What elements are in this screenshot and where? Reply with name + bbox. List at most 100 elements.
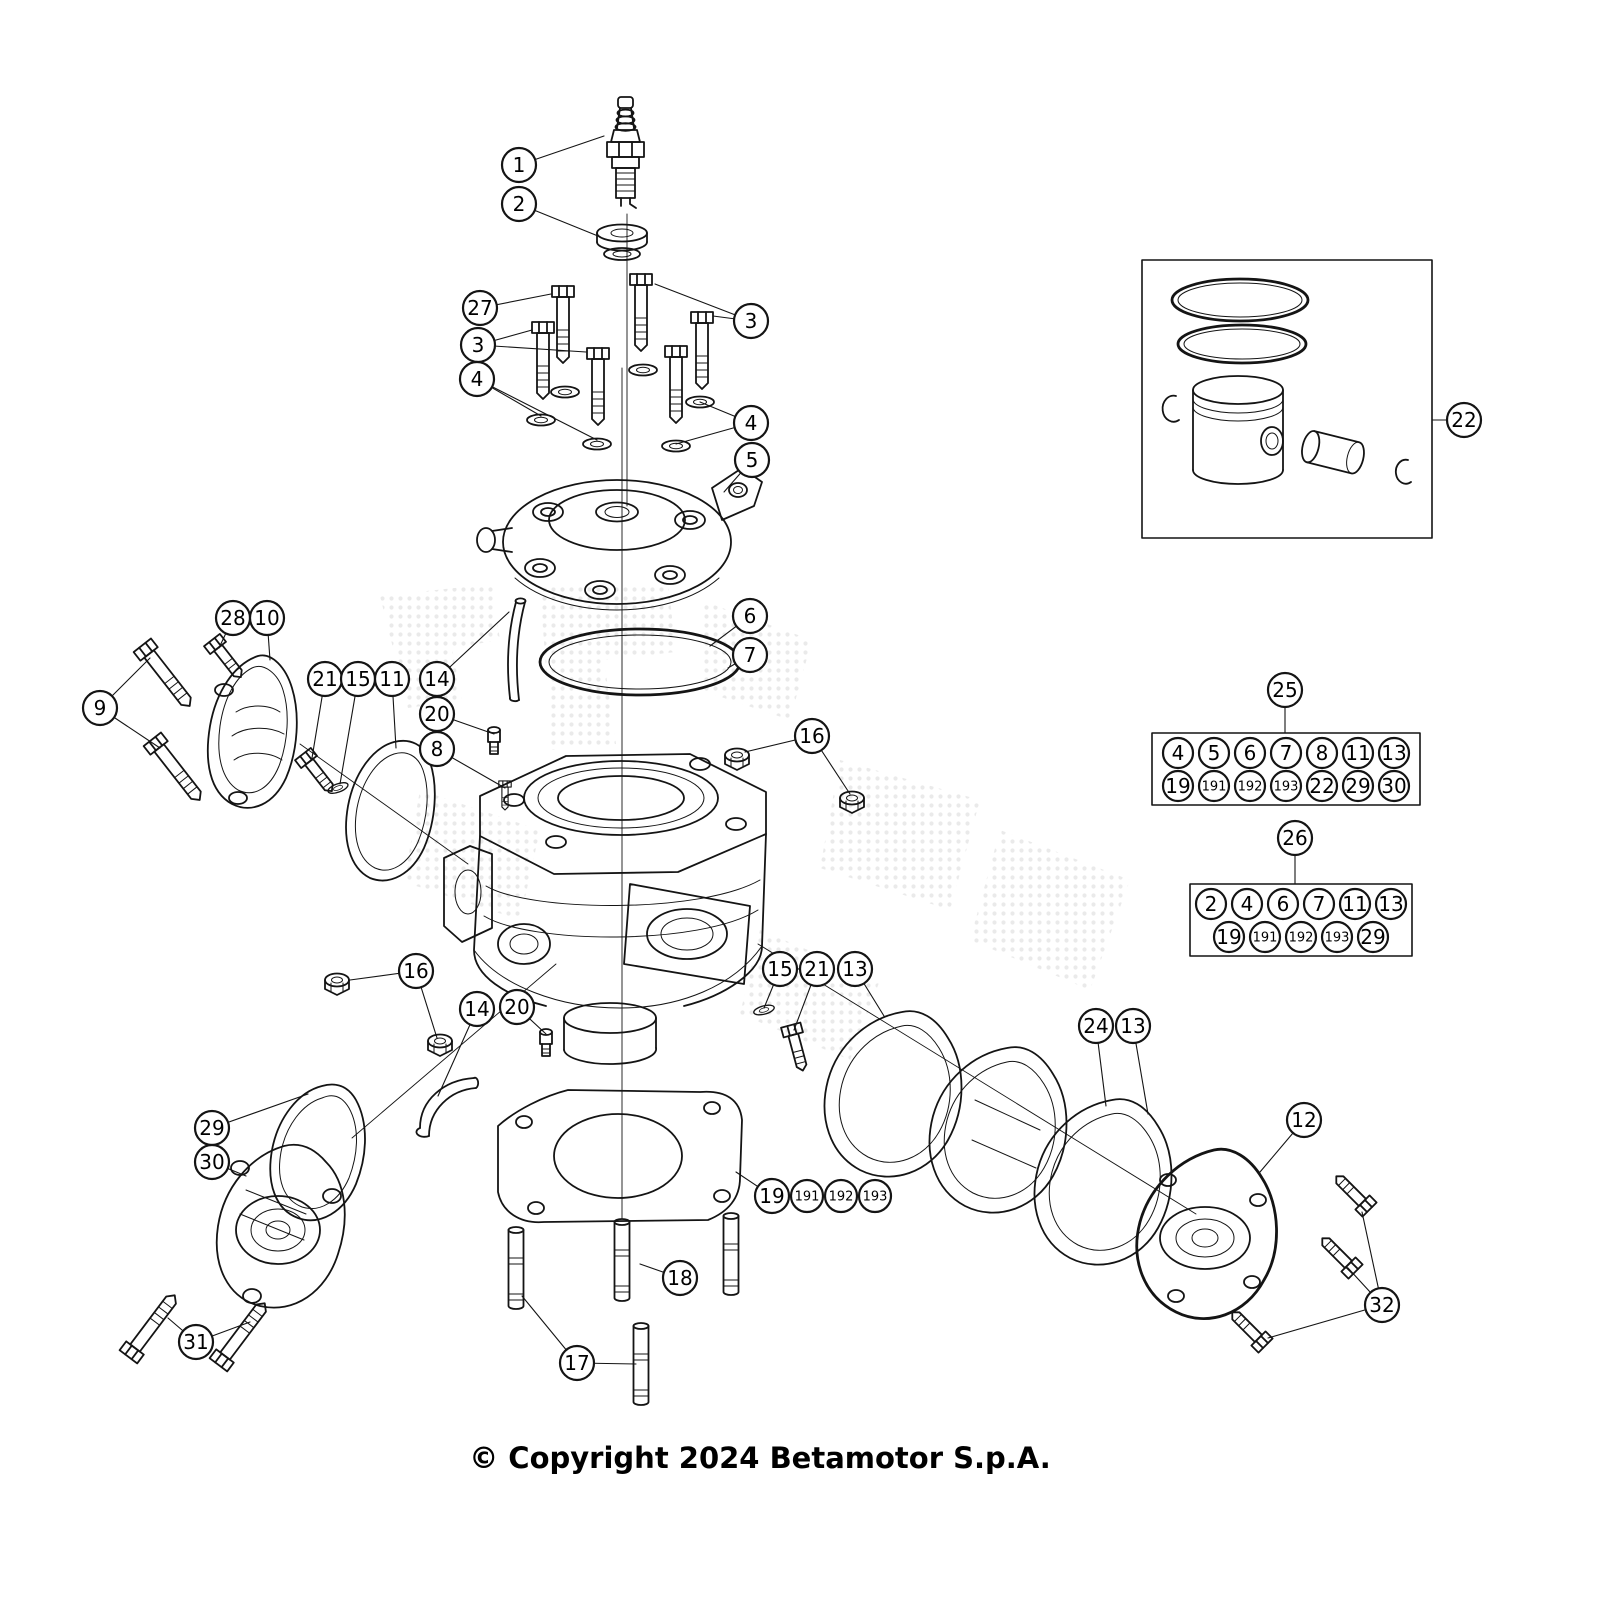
exploded-parts-artwork bbox=[118, 96, 1433, 1406]
callout-label: 11 bbox=[1345, 741, 1370, 765]
callout-label: 3 bbox=[745, 309, 758, 333]
callout-label: 8 bbox=[1316, 741, 1329, 765]
callout-label: 32 bbox=[1369, 1293, 1394, 1317]
callout-label: 13 bbox=[842, 957, 867, 981]
callout-label: 192 bbox=[1238, 780, 1263, 795]
callout-5: 5 bbox=[1197, 736, 1231, 770]
callout-label: 22 bbox=[1309, 774, 1334, 798]
callout-12: 12 bbox=[1285, 1101, 1323, 1139]
callout-4: 4 bbox=[1230, 887, 1264, 921]
callout-label: 29 bbox=[199, 1116, 224, 1140]
callout-30: 30 bbox=[193, 1143, 231, 1181]
callout-193: 193 bbox=[1269, 769, 1303, 803]
callout-4: 4 bbox=[732, 404, 770, 442]
callout-label: 13 bbox=[1378, 892, 1403, 916]
callout-label: 192 bbox=[1289, 931, 1314, 946]
callout-13: 13 bbox=[836, 950, 874, 988]
callout-3: 3 bbox=[459, 326, 497, 364]
callout-label: 11 bbox=[379, 667, 404, 691]
callout-6: 6 bbox=[1233, 736, 1267, 770]
callout-16: 16 bbox=[397, 952, 435, 990]
callout-24: 24 bbox=[1077, 1007, 1115, 1045]
callout-label: 29 bbox=[1345, 774, 1370, 798]
grease-fitting-top bbox=[487, 726, 501, 755]
callout-label: 5 bbox=[746, 448, 759, 472]
cylinder-studs bbox=[507, 1212, 740, 1406]
cylinder-base-gasket bbox=[497, 1089, 743, 1224]
grease-fitting-bottom bbox=[539, 1028, 553, 1057]
callout-label: 29 bbox=[1360, 925, 1385, 949]
power-valve-gasket bbox=[269, 1083, 366, 1222]
callout-192: 192 bbox=[823, 1178, 859, 1214]
callout-20: 20 bbox=[498, 988, 536, 1026]
callout-29: 29 bbox=[193, 1109, 231, 1147]
callout-label: 14 bbox=[424, 667, 449, 691]
callout-label: 2 bbox=[513, 192, 526, 216]
copyright-text: © Copyright 2024 Betamotor S.p.A. bbox=[469, 1441, 1051, 1475]
callout-label: 6 bbox=[1277, 892, 1290, 916]
callout-label: 16 bbox=[799, 724, 824, 748]
callout-label: 20 bbox=[504, 995, 529, 1019]
callout-16: 16 bbox=[793, 717, 831, 755]
callout-4: 4 bbox=[1161, 736, 1195, 770]
callout-20: 20 bbox=[418, 695, 456, 733]
callout-22: 22 bbox=[1305, 769, 1339, 803]
callout-191: 191 bbox=[789, 1178, 825, 1214]
callout-28: 28 bbox=[214, 599, 252, 637]
callout-191: 191 bbox=[1248, 920, 1282, 954]
callout-29: 29 bbox=[1356, 920, 1390, 954]
callout-3: 3 bbox=[732, 302, 770, 340]
callout-6: 6 bbox=[1266, 887, 1300, 921]
callout-label: 193 bbox=[1325, 931, 1350, 946]
callout-label: 7 bbox=[1280, 741, 1293, 765]
callout-15: 15 bbox=[339, 660, 377, 698]
callout-21: 21 bbox=[306, 660, 344, 698]
callout-label: 19 bbox=[759, 1184, 784, 1208]
callout-label: 16 bbox=[403, 959, 428, 983]
callout-32: 32 bbox=[1363, 1286, 1401, 1324]
callout-27: 27 bbox=[461, 289, 499, 327]
circlip-right bbox=[1394, 458, 1412, 485]
breather-hose-top bbox=[507, 597, 527, 703]
callout-label: 4 bbox=[1172, 741, 1185, 765]
callout-11: 11 bbox=[1341, 736, 1375, 770]
callout-label: 30 bbox=[199, 1150, 224, 1174]
callout-label: 191 bbox=[795, 1190, 820, 1205]
callout-19: 19 bbox=[1161, 769, 1195, 803]
callout-label: 6 bbox=[744, 604, 757, 628]
callout-13: 13 bbox=[1377, 736, 1411, 770]
callout-label: 4 bbox=[1241, 892, 1254, 916]
exhaust-valve-cover bbox=[206, 654, 298, 809]
callout-label: 26 bbox=[1282, 826, 1307, 850]
cylinder bbox=[443, 753, 767, 1065]
callout-191: 191 bbox=[1197, 769, 1231, 803]
wrist-pin bbox=[1301, 430, 1365, 475]
callout-label: 1 bbox=[513, 153, 526, 177]
callout-label: 15 bbox=[767, 957, 792, 981]
callout-label: 19 bbox=[1165, 774, 1190, 798]
watermark bbox=[380, 582, 1130, 1060]
callout-label: 10 bbox=[254, 606, 279, 630]
callout-10: 10 bbox=[248, 599, 286, 637]
reed-cover bbox=[1135, 1147, 1278, 1320]
callout-label: 13 bbox=[1120, 1014, 1145, 1038]
callout-label: 24 bbox=[1083, 1014, 1108, 1038]
callout-label: 19 bbox=[1216, 925, 1241, 949]
power-valve-cover bbox=[215, 1143, 346, 1309]
callout-2: 2 bbox=[500, 185, 538, 223]
assembly-axis-lines bbox=[299, 213, 1197, 1219]
callout-label: 22 bbox=[1451, 408, 1476, 432]
callout-label: 12 bbox=[1291, 1108, 1316, 1132]
callout-label: 18 bbox=[667, 1266, 692, 1290]
callout-label: 6 bbox=[1244, 741, 1257, 765]
callout-label: 14 bbox=[464, 997, 489, 1021]
callout-label: 13 bbox=[1381, 741, 1406, 765]
callout-14: 14 bbox=[418, 660, 456, 698]
callout-14: 14 bbox=[458, 990, 496, 1028]
callout-label: 20 bbox=[424, 702, 449, 726]
callout-11: 11 bbox=[1338, 887, 1372, 921]
